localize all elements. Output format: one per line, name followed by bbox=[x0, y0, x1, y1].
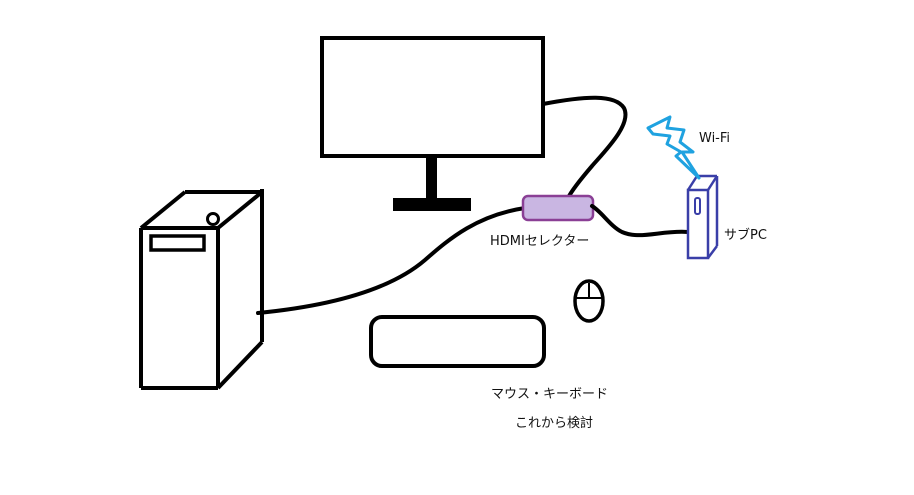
desktop-tower-icon bbox=[139, 189, 264, 390]
mouse-keyboard-label: マウス・キーボード bbox=[491, 387, 609, 402]
under-consideration-label: これから検討 bbox=[515, 416, 594, 431]
selector-to-subpc-cable bbox=[590, 204, 690, 238]
drive-bay bbox=[149, 234, 206, 252]
hdmi-selector-label: HDMIセレクター bbox=[490, 234, 590, 249]
monitor-to-selector-cable bbox=[541, 95, 628, 200]
sub-pc-label: サブPC bbox=[724, 228, 767, 243]
keyboard-icon bbox=[369, 315, 546, 368]
lightning-bolt-icon bbox=[646, 115, 701, 180]
wifi-label: Wi-Fi bbox=[699, 131, 731, 146]
mini-pc-icon bbox=[686, 174, 719, 260]
power-button bbox=[206, 212, 220, 226]
monitor-icon bbox=[320, 36, 545, 211]
mouse-icon bbox=[573, 279, 605, 323]
pc-to-selector-cable bbox=[256, 206, 527, 315]
hdmi-switch-icon bbox=[521, 194, 595, 222]
